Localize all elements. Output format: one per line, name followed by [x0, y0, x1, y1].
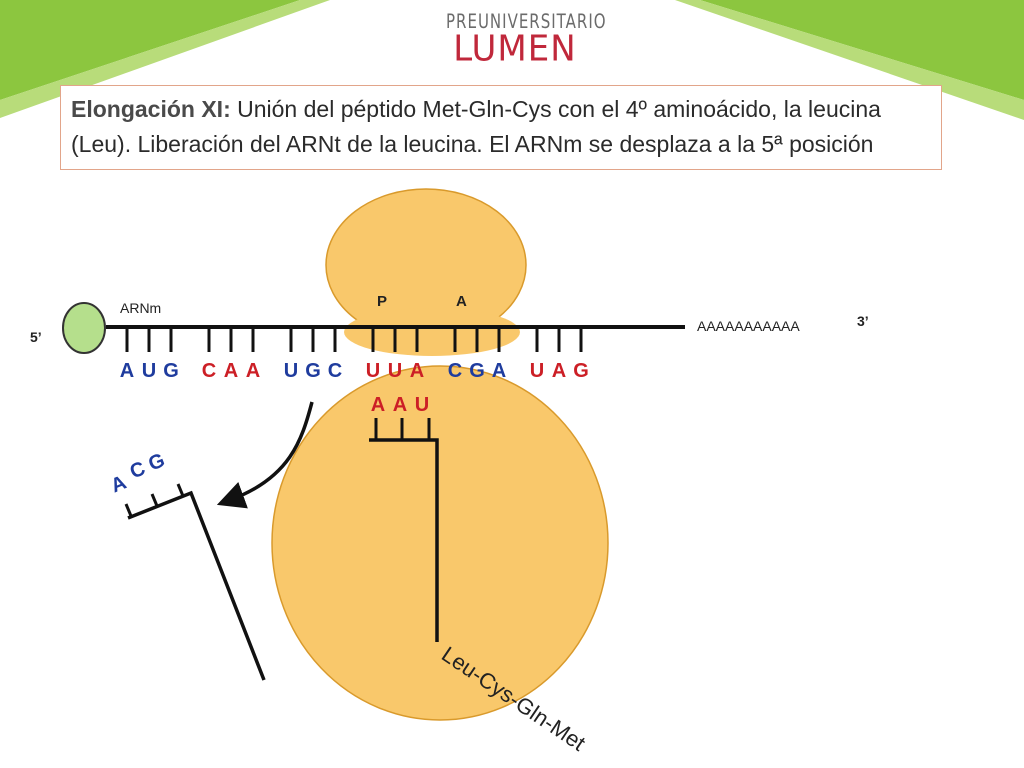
- bound-anticodon-base-2: A: [393, 394, 407, 416]
- bound-anticodon-base-1: A: [371, 394, 385, 416]
- ribosome-small-subunit: [271, 365, 609, 721]
- trna-released: ACG: [108, 449, 266, 681]
- mrna-5-cap: [62, 302, 106, 354]
- codon-4-base-1: U: [366, 360, 380, 382]
- bound-anticodon-base-3: U: [415, 394, 429, 416]
- codon-5-base-3: A: [492, 360, 506, 382]
- codon-3-base-2: G: [305, 360, 321, 382]
- ribosome-junction: [344, 308, 520, 356]
- codon-6-base-2: A: [552, 360, 566, 382]
- codon-3-base-1: U: [284, 360, 298, 382]
- released-trna-tick-3: [176, 483, 185, 497]
- codon-1-base-1: A: [120, 360, 134, 382]
- logo-lumen: LUMEN: [453, 28, 577, 70]
- codon-3-base-3: C: [328, 360, 342, 382]
- mrna-label: ARNm: [120, 300, 161, 316]
- release-arrow: [216, 401, 314, 509]
- released-anticodon-base-2: C: [127, 458, 149, 484]
- five-prime-label: 5’: [30, 329, 42, 345]
- title-text: Unión del péptido Met-Gln-Cys con el 4º …: [71, 96, 881, 157]
- codon-1-base-2: U: [142, 360, 156, 382]
- released-anticodon-base-1: A: [108, 472, 130, 498]
- codon-6-base-1: U: [530, 360, 544, 382]
- codon-ticks: [125, 327, 583, 352]
- codon-4-base-2: U: [388, 360, 402, 382]
- logo-preuniversitario: PREUNIVERSITARIO: [446, 10, 607, 34]
- bound-trna-body: [369, 438, 439, 642]
- codon-4-base-3: A: [410, 360, 424, 382]
- site-a-label: A: [456, 293, 467, 310]
- codon-1-base-3: G: [163, 360, 179, 382]
- codon-5-base-1: C: [448, 360, 462, 382]
- title-box: Elongación XI: Unión del péptido Met-Gln…: [60, 85, 942, 170]
- title-lead: Elongación XI:: [71, 96, 231, 122]
- released-trna-tick-1: [124, 503, 133, 517]
- three-prime-label: 3’: [857, 313, 869, 329]
- released-trna-body: [127, 490, 266, 681]
- site-p-label: P: [377, 293, 387, 310]
- codon-2-base-1: C: [202, 360, 216, 382]
- codon-2-base-3: A: [246, 360, 260, 382]
- codon-6-base-3: G: [573, 360, 589, 382]
- released-trna-tick-2: [150, 493, 159, 507]
- poly-a-tail: AAAAAAAAAAA: [697, 318, 800, 334]
- released-anticodon-base-3: G: [145, 449, 168, 475]
- codon-2-base-2: A: [224, 360, 238, 382]
- released-trna-anticodon: ACG: [108, 449, 168, 497]
- codon-5-base-2: G: [469, 360, 485, 382]
